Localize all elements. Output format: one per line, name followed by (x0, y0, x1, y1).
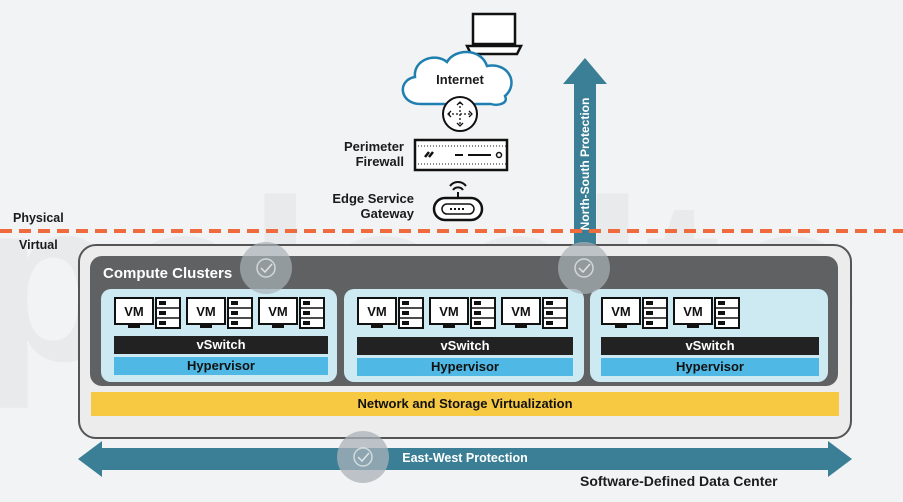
check-badge-icon (558, 242, 610, 294)
vm-server-icon (601, 297, 668, 329)
perimeter-firewall-label: Perimeter Firewall (326, 139, 404, 169)
internet-label: Internet (436, 72, 484, 87)
vm-label: VM (124, 304, 144, 319)
vm-label: VM (611, 304, 631, 319)
vm-label: VM (196, 304, 216, 319)
east-west-arrow (78, 441, 852, 477)
edge-label-line2: Gateway (360, 206, 414, 221)
north-south-label: North-South Protection (578, 97, 592, 231)
vm-server-icon (673, 297, 740, 329)
cloud-icon (401, 50, 513, 106)
vm-server-icon (357, 297, 424, 329)
check-badge-icon (240, 242, 292, 294)
hypervisor-bar: Hypervisor (601, 358, 819, 376)
vm-label: VM (268, 304, 288, 319)
vm-server-icon (258, 297, 325, 329)
hypervisor-bar: Hypervisor (114, 357, 328, 375)
physical-label: Physical (13, 211, 64, 225)
perimeter-label-line1: Perimeter (344, 139, 404, 154)
check-badge-icon (337, 431, 389, 483)
east-west-label: East-West Protection (402, 451, 528, 465)
vm-server-icon (186, 297, 253, 329)
gateway-wireless-icon (432, 181, 484, 222)
network-storage-virtualization-bar: Network and Storage Virtualization (91, 392, 839, 416)
vm-label: VM (367, 304, 387, 319)
vm-server-icon (501, 297, 568, 329)
edge-label-line1: Edge Service (332, 191, 414, 206)
north-south-arrow (563, 58, 607, 276)
virtual-label: Virtual (19, 238, 58, 252)
sddc-label: Software-Defined Data Center (580, 473, 778, 489)
router-icon (442, 96, 478, 132)
physical-virtual-divider (0, 229, 903, 233)
vm-label: VM (511, 304, 531, 319)
vm-server-icon (429, 297, 496, 329)
firewall-appliance-icon (413, 138, 509, 172)
perimeter-label-line2: Firewall (355, 154, 404, 169)
vm-label: VM (439, 304, 459, 319)
compute-clusters-title: Compute Clusters (103, 265, 233, 282)
vswitch-bar: vSwitch (357, 337, 573, 355)
vm-server-icon (114, 297, 181, 329)
vswitch-bar: vSwitch (601, 337, 819, 355)
edge-gateway-label: Edge Service Gateway (316, 191, 414, 221)
vm-label: VM (683, 304, 703, 319)
vswitch-bar: vSwitch (114, 336, 328, 354)
hypervisor-bar: Hypervisor (357, 358, 573, 376)
